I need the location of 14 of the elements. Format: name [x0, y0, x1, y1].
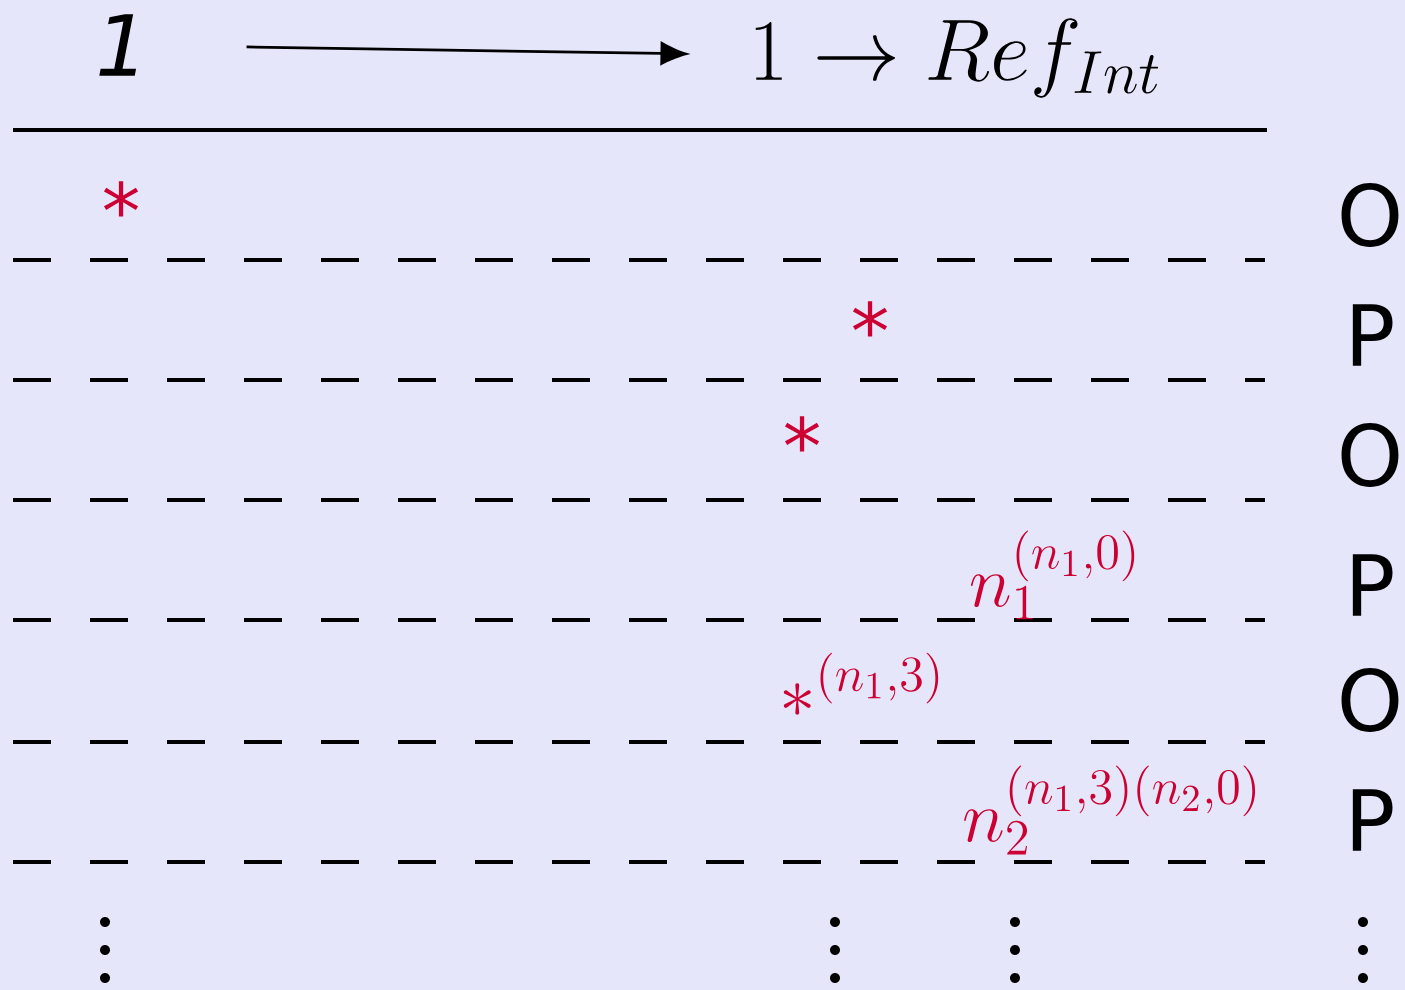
- math-term: 1: [99, 14, 137, 76]
- row-letter: O: [1341, 183, 1399, 247]
- row-letter: P: [1352, 789, 1393, 851]
- row-letter: P: [1352, 554, 1393, 616]
- star-mark: *: [853, 301, 888, 337]
- math-term: $n_2^{(n_1,3)(n_2,0)}$: [964, 765, 1256, 855]
- math-term: $n_1^{(n_1,0)}$: [971, 530, 1135, 620]
- star-mark: *: [785, 416, 820, 452]
- row-letter: O: [1341, 668, 1399, 732]
- math-term: $1 \to Ref_{Int}$: [755, 18, 1159, 98]
- row-letter: P: [1352, 304, 1393, 366]
- row-letter: O: [1341, 423, 1399, 487]
- star-mark: *: [104, 181, 139, 217]
- math-term: $*^{(n_1,3)}$: [783, 652, 939, 715]
